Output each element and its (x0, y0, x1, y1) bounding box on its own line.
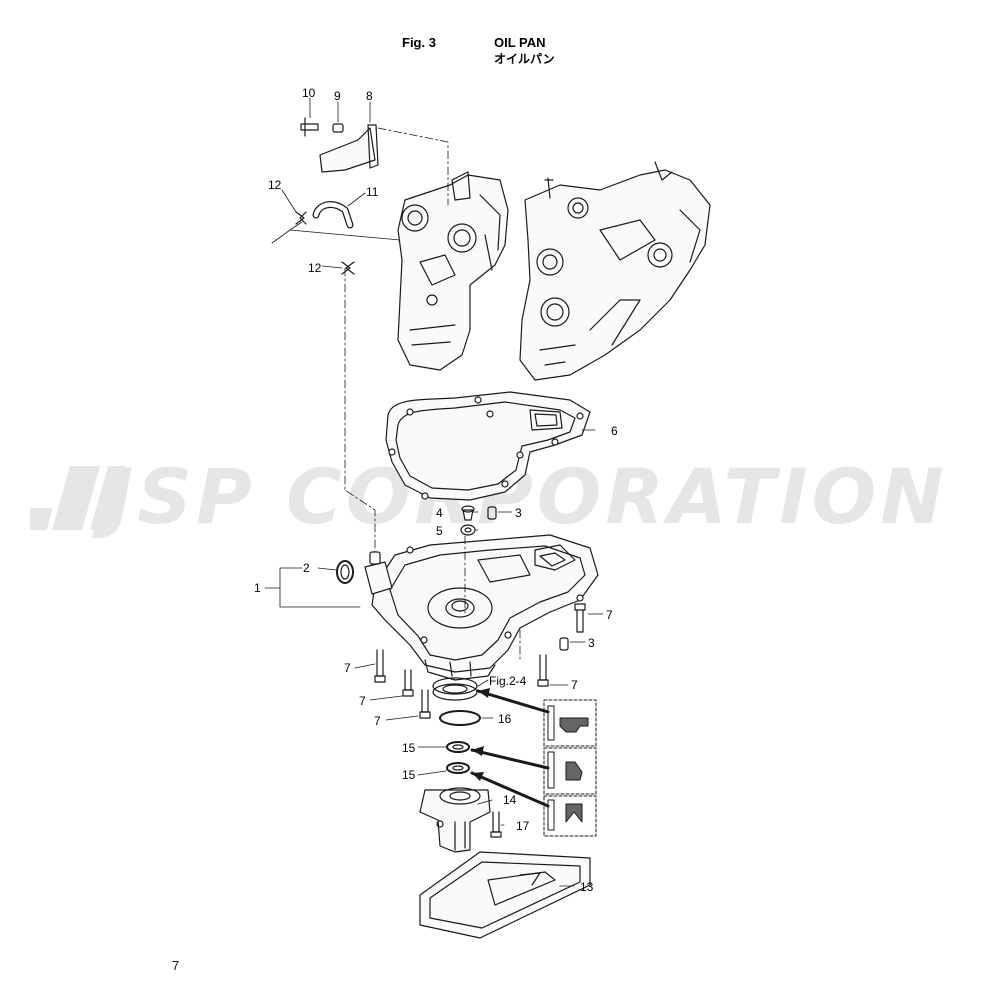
filler-neck (336, 551, 393, 595)
lower-gasket (419, 851, 591, 939)
manifold-casting-right (519, 161, 711, 381)
callout-7-right-upper: 7 (606, 608, 613, 622)
callout-15-upper: 15 (402, 741, 416, 755)
callout-3-lower: 3 (588, 636, 595, 650)
callout-7-left-middle: 7 (359, 694, 366, 708)
callout-labels: 10 9 8 12 11 12 6 4 3 5 1 2 7 3 7 Fig.2-… (254, 86, 618, 894)
figure-number: Fig. 3 (402, 35, 436, 50)
callout-4: 4 (436, 506, 443, 520)
callout-17: 17 (516, 819, 530, 833)
page-number: 7 (172, 958, 180, 973)
manifold-casting-left (397, 171, 509, 371)
seal-profile-details (543, 699, 597, 837)
callout-7-left-lower: 7 (374, 714, 381, 728)
callout-1: 1 (254, 581, 261, 595)
callout-16: 16 (498, 712, 512, 726)
callout-8: 8 (366, 89, 373, 103)
callout-13: 13 (580, 880, 594, 894)
watermark-logo-mark (30, 466, 126, 530)
callout-2: 2 (303, 561, 310, 575)
callout-12-lower: 12 (308, 261, 322, 275)
callout-7-right-lower: 7 (571, 678, 578, 692)
callout-6: 6 (611, 424, 618, 438)
oil-seals (446, 741, 470, 774)
oil-pan-gasket (385, 391, 591, 501)
callout-9: 9 (334, 89, 341, 103)
seal-assembly (432, 677, 478, 701)
o-ring (439, 710, 481, 726)
callout-11: 11 (366, 185, 379, 199)
oil-pan-housing (371, 534, 599, 681)
callout-10: 10 (302, 86, 316, 100)
diagram-title: OIL PAN (494, 35, 546, 50)
callout-fig-2-4: Fig.2-4 (489, 674, 527, 688)
callout-12-upper: 12 (268, 178, 282, 192)
callout-3-upper: 3 (515, 506, 522, 520)
leader-lines (264, 97, 604, 887)
seal-housing (419, 787, 491, 853)
hose-and-clips (295, 201, 355, 275)
diagram-title-japanese: オイルパン (494, 52, 555, 66)
callout-7-left-upper: 7 (344, 661, 351, 675)
callout-5: 5 (436, 524, 443, 538)
bolts (374, 603, 586, 838)
callout-14: 14 (503, 793, 517, 807)
detail-arrows (470, 689, 550, 808)
alignment-lines (344, 127, 521, 661)
bracket-assembly (300, 117, 379, 173)
callout-15-lower: 15 (402, 768, 416, 782)
